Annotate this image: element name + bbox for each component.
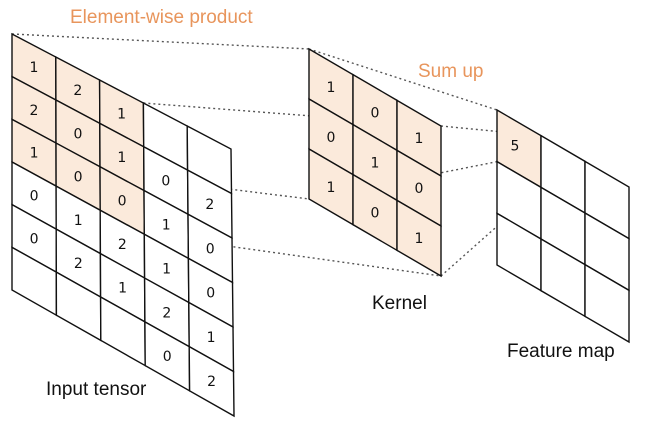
kernel-cell [396, 199, 442, 278]
feature-cell [584, 263, 630, 344]
input-cell-value: 1 [117, 106, 126, 122]
input-cell-value: 1 [207, 330, 216, 346]
input-cell-value: 2 [30, 103, 39, 119]
input-tensor-grid: 1 2 1 2 0 1 0 2 1 0 0 1 0 0 1 2 1 0 0 2 1 2 1 0 2 [11, 32, 235, 418]
kernel-grid: 1 0 1 0 1 0 1 0 1 [308, 47, 442, 278]
input-cell-value: 1 [74, 213, 83, 229]
dotted-connector [440, 125, 542, 137]
input-cell-value: 0 [206, 241, 215, 257]
input-cell-value: 0 [30, 231, 39, 247]
input-cell-value: 1 [162, 217, 171, 233]
input-cell-value: 2 [162, 305, 171, 321]
input-cell-value: 1 [117, 150, 126, 166]
input-cell-value: 0 [73, 126, 82, 142]
input-cell-value: 2 [118, 237, 127, 253]
element-wise-product-label: Element-wise product [70, 7, 253, 28]
input-cell-value: 2 [73, 83, 82, 99]
kernel-cell-value: 0 [327, 130, 336, 146]
input-cell-value: 1 [30, 146, 39, 162]
dotted-connector [11, 33, 310, 50]
input-cell-value: 0 [161, 173, 170, 189]
input-cell-value: 0 [118, 193, 127, 209]
kernel-cell-value: 1 [327, 180, 336, 196]
input-cell-value: 2 [205, 197, 214, 213]
input-cell-value: 2 [74, 256, 83, 272]
kernel-cell-value: 1 [327, 80, 336, 96]
input-cell-value: 1 [118, 281, 127, 297]
kernel-cell-value: 0 [371, 206, 380, 222]
input-cell-value: 0 [30, 188, 39, 204]
input-tensor-label: Input tensor [46, 379, 147, 400]
feature-cell-value: 5 [511, 139, 520, 155]
input-cell-value: 0 [163, 349, 172, 365]
input-cell-value: 1 [162, 261, 171, 277]
sum-up-label: Sum up [418, 61, 484, 82]
kernel-cell-value: 1 [415, 131, 424, 147]
input-cell-value: 0 [74, 170, 83, 186]
feature-map-grid: 5 [496, 108, 630, 344]
input-cell [188, 345, 235, 418]
kernel-cell-value: 1 [415, 231, 424, 247]
kernel-cell-value: 0 [415, 181, 424, 197]
kernel-cell-value: 1 [371, 156, 380, 172]
kernel-cell-value: 0 [371, 106, 380, 122]
kernel-label: Kernel [372, 293, 427, 314]
input-cell-value: 1 [29, 60, 38, 76]
input-cell-value: 0 [206, 286, 215, 302]
feature-map-label: Feature map [507, 341, 615, 362]
input-cell-value: 2 [207, 374, 216, 390]
